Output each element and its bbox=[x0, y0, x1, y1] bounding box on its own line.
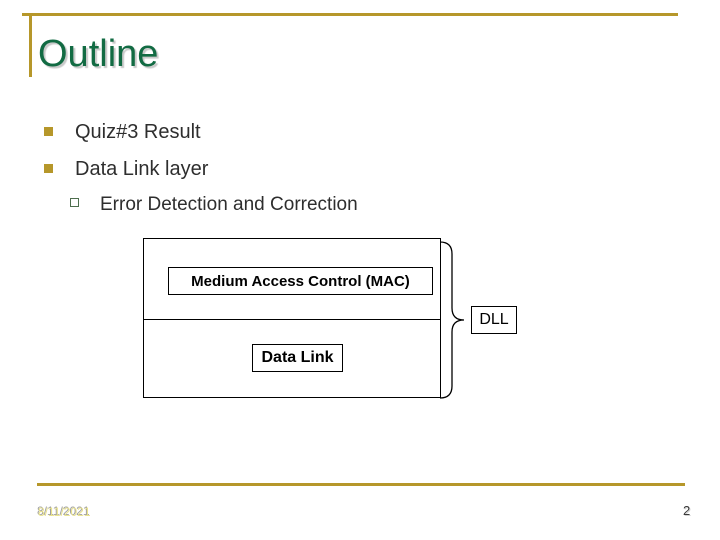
bullet-square-icon bbox=[44, 164, 53, 173]
title-accent-line bbox=[29, 13, 32, 77]
dll-box-label: DLL bbox=[479, 311, 509, 328]
sub-bullet-square-icon bbox=[70, 198, 79, 207]
top-accent-line bbox=[22, 13, 678, 16]
bullet-item: Quiz#3 Result bbox=[75, 121, 201, 143]
mac-box: Medium Access Control (MAC) bbox=[168, 267, 433, 295]
curly-brace-icon bbox=[439, 241, 465, 399]
diagram-divider-line bbox=[143, 319, 441, 320]
sub-bullet-item: Error Detection and Correction bbox=[100, 194, 358, 215]
dll-box: DLL bbox=[471, 306, 517, 334]
slide-title: Outline bbox=[38, 33, 159, 75]
footer-date: 8/11/2021 bbox=[38, 505, 91, 519]
diagram-outer-box bbox=[143, 238, 441, 398]
data-link-box: Data Link bbox=[252, 344, 343, 372]
page-number: 2 bbox=[683, 503, 691, 518]
footer-accent-line bbox=[37, 483, 685, 486]
bullet-square-icon bbox=[44, 127, 53, 136]
data-link-box-label: Data Link bbox=[261, 349, 334, 366]
mac-box-label: Medium Access Control (MAC) bbox=[191, 272, 410, 290]
bullet-item: Data Link layer bbox=[75, 158, 209, 180]
